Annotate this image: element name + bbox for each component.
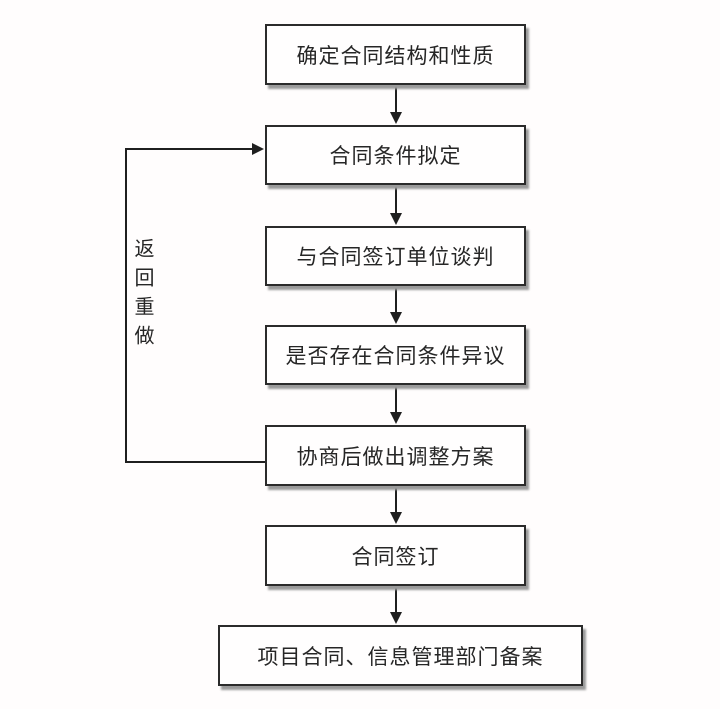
flow-node-draft-contract-conditions: 合同条件拟定 [265,125,526,185]
flow-node-adjustment-plan-after-negotiation: 协商后做出调整方案 [265,425,526,486]
flow-node-check-condition-objections: 是否存在合同条件异议 [265,325,526,385]
flow-node-contract-signing: 合同签订 [265,525,526,586]
arrowhead-down-5 [390,512,402,524]
flow-node-determine-contract-structure: 确定合同结构和性质 [265,24,526,85]
arrowhead-down-2 [390,213,402,225]
arrowhead-down-1 [390,112,402,124]
arrowhead-down-4 [390,412,402,424]
flow-node-filing-with-management-departments: 项目合同、信息管理部门备案 [218,625,583,686]
arrowhead-right-loop [252,143,264,155]
feedback-loop-label: 返回重做 [131,238,153,354]
arrowhead-down-6 [390,612,402,624]
flow-node-negotiate-with-signing-party: 与合同签订单位谈判 [265,226,526,286]
arrowhead-down-3 [390,312,402,324]
